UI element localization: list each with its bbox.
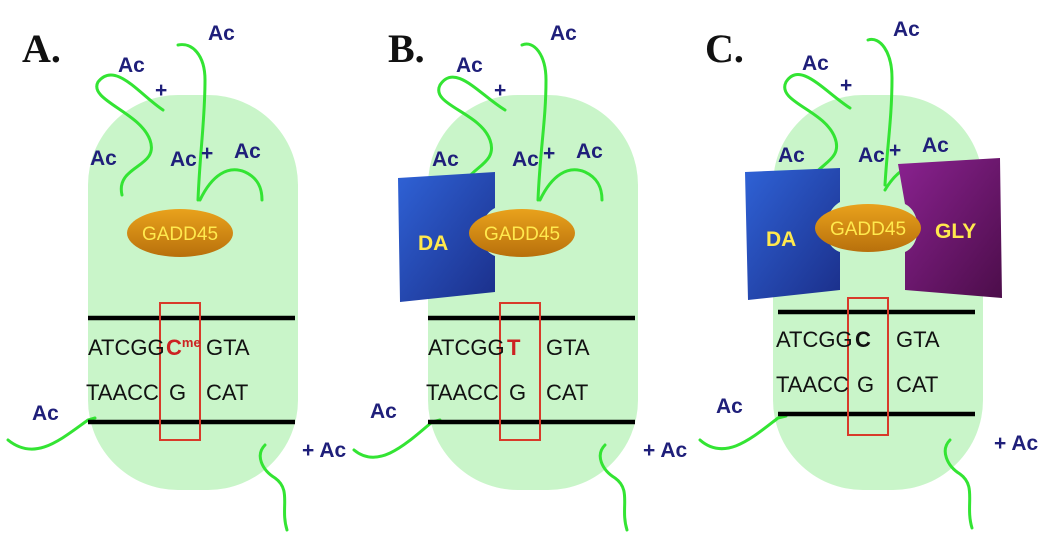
dna-seq-bottom-mid: G — [169, 380, 186, 405]
acetyl-label: Ac — [778, 144, 805, 167]
da-protein — [398, 172, 495, 302]
dna-seq-bottom-right: CAT — [206, 380, 248, 405]
da-protein — [745, 168, 840, 300]
histone-tail — [520, 42, 548, 202]
nucleosome — [88, 95, 298, 490]
dna-seq-top-left: ATCGG — [428, 335, 505, 360]
histone-tail — [943, 438, 974, 530]
gly-label: GLY — [935, 220, 976, 243]
acetyl-label: Ac — [208, 22, 235, 45]
acetyl-label: Ac — [432, 148, 459, 171]
dna-seq-top-left: ATCGG — [88, 335, 165, 360]
histone-tail — [198, 168, 264, 202]
methylated-cytosine: Cme — [166, 335, 201, 360]
histone-tail — [698, 414, 788, 451]
histone-tail — [95, 73, 165, 197]
dna-seq-top-right: GTA — [896, 327, 940, 352]
gly-protein — [898, 158, 1002, 298]
plus-sign: + — [543, 142, 555, 165]
plus-ac-label: + Ac — [994, 432, 1038, 455]
gadd45-label: GADD45 — [142, 224, 218, 245]
cytosine-base: C — [855, 327, 871, 352]
panel-letter: A. — [22, 26, 61, 71]
dna-seq-top-left: ATCGG — [776, 327, 853, 352]
gadd45-label: GADD45 — [484, 224, 560, 245]
cpg-highlight-box — [847, 297, 889, 436]
panel-b: B. Ac + Ac Ac Ac + Ac Ac + Ac DA GADD45 … — [352, 22, 687, 532]
gadd45-protein — [815, 204, 921, 252]
histone-tail — [866, 37, 894, 187]
dna-seq-bottom-left: TAACC — [776, 372, 849, 397]
histone-tail — [598, 443, 629, 532]
plus-sign: + — [155, 79, 167, 102]
acetyl-label: Ac — [456, 54, 483, 77]
dna-seq-top-right: GTA — [546, 335, 590, 360]
dna-seq-bottom-left: TAACC — [426, 380, 499, 405]
histone-tail — [437, 75, 507, 197]
acetyl-label: Ac — [802, 52, 829, 75]
acetyl-label: Ac — [90, 147, 117, 170]
da-label: DA — [766, 228, 796, 251]
acetyl-label: Ac — [234, 140, 261, 163]
acetyl-label: Ac — [576, 140, 603, 163]
acetyl-label: Ac — [512, 148, 539, 171]
dna-seq-bottom-mid: G — [509, 380, 526, 405]
histone-tail — [783, 73, 852, 192]
dna-seq-bottom-left: TAACC — [86, 380, 159, 405]
dna-seq-top-right: GTA — [206, 335, 250, 360]
thymine-base: T — [507, 335, 521, 360]
histone-tail — [538, 168, 604, 202]
dna-seq-bottom-right: CAT — [546, 380, 588, 405]
panel-a: A. Ac + Ac Ac Ac + Ac Ac + Ac GADD45 ATC… — [6, 22, 346, 532]
histone-tail — [6, 416, 97, 451]
acetyl-label: Ac — [716, 395, 743, 418]
histone-tail — [176, 43, 207, 202]
panel-c: C. Ac + Ac Ac Ac + Ac Ac + Ac DA GLY GAD… — [698, 18, 1038, 530]
acetyl-label: Ac — [550, 22, 577, 45]
acetyl-label: Ac — [858, 144, 885, 167]
gadd45-label: GADD45 — [830, 219, 906, 240]
da-label: DA — [418, 232, 448, 255]
acetyl-label: Ac — [370, 400, 397, 423]
plus-ac-label: + Ac — [302, 439, 346, 462]
histone-tail — [352, 418, 442, 459]
cpg-highlight-box — [499, 302, 541, 441]
plus-sign: + — [494, 79, 506, 102]
plus-ac-label: + Ac — [643, 439, 687, 462]
gadd45-protein — [127, 209, 233, 257]
acetyl-label: Ac — [893, 18, 920, 41]
dna-seq-bottom-mid: G — [857, 372, 874, 397]
plus-sign: + — [889, 139, 901, 162]
cpg-highlight-box — [159, 302, 201, 441]
panel-letter: B. — [388, 26, 425, 71]
acetyl-label: Ac — [922, 134, 949, 157]
dna-seq-bottom-right: CAT — [896, 372, 938, 397]
plus-sign: + — [840, 74, 852, 97]
plus-sign: + — [201, 142, 213, 165]
histone-tail — [258, 443, 289, 532]
panel-letter: C. — [705, 26, 744, 71]
acetyl-label: Ac — [32, 402, 59, 425]
acetyl-label: Ac — [118, 54, 145, 77]
gadd45-protein — [469, 209, 575, 257]
acetyl-label: Ac — [170, 148, 197, 171]
